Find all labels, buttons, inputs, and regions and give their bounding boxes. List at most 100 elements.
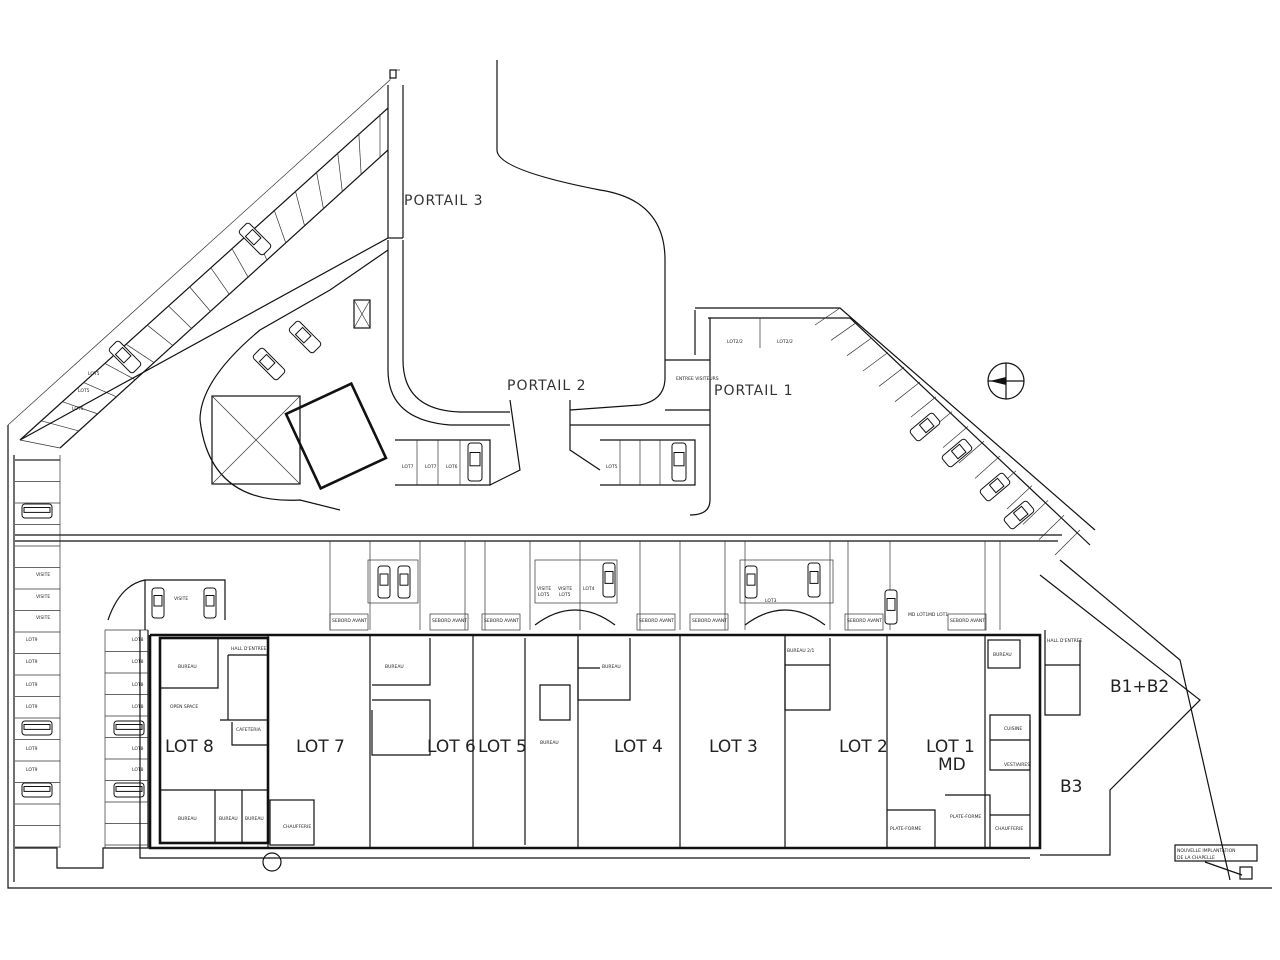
parking-label: MD LOT1 <box>908 612 928 618</box>
car-roof <box>988 477 1005 494</box>
room-label: PLATE-FORME <box>950 814 981 820</box>
car-icon <box>252 347 286 381</box>
parking-label: LOT5 <box>606 464 618 470</box>
car-roof <box>115 786 143 792</box>
note-line: DE LA CHAPELLE <box>1177 855 1215 861</box>
parking-label: LOT7 <box>425 464 437 470</box>
car-icon <box>1003 500 1035 530</box>
parking-space-line <box>41 420 79 432</box>
lot-4-label: LOT 4 <box>614 737 663 757</box>
parking-label: LOT5 <box>72 406 84 412</box>
note-box: NOUVELLE IMPLANTATION DE LA CHAPELLE <box>1174 844 1258 880</box>
room-label: OPEN SPACE <box>170 704 198 710</box>
parking-space-line <box>846 337 873 356</box>
portail-3-road <box>19 69 404 441</box>
parking-space-line <box>830 322 857 341</box>
loading-dock <box>636 613 676 631</box>
lot-1-label: LOT 1 <box>926 737 975 757</box>
room-label: BUREAU <box>993 652 1012 658</box>
parking-label: LOT9 <box>26 659 38 665</box>
room-label: BUREAU <box>219 816 238 822</box>
car-roof <box>114 346 132 364</box>
car-roof <box>950 443 967 460</box>
loading-dock-label: SEBORD AVANT <box>692 618 727 624</box>
car-icon <box>744 565 758 599</box>
parking-space-line <box>210 267 230 295</box>
parking-space-line <box>83 382 117 398</box>
loading-dock-label: SEBORD AVANT <box>332 618 367 624</box>
parking-space-line <box>358 133 362 176</box>
north-arrow-icon <box>987 362 1025 400</box>
car-roof <box>886 598 896 611</box>
building <box>139 630 1081 872</box>
parking-space-line <box>942 426 969 448</box>
parking-label: LOT8 <box>132 637 144 643</box>
canopy-arc <box>534 609 616 626</box>
parking-label: VISITE <box>537 586 551 592</box>
parking-label: MD LOT1 <box>928 612 948 618</box>
loading-dock-label: SEBORD AVANT <box>432 618 467 624</box>
parking-label: LOT8 <box>132 767 144 773</box>
room-label: CHAUFFERIE <box>995 826 1023 832</box>
car-icon <box>467 442 483 482</box>
parking-center-top <box>395 439 696 486</box>
parking-space-line <box>125 343 155 363</box>
parking-label: LOT5 <box>559 592 571 598</box>
loading-dock-label: SEBORD AVANT <box>484 618 519 624</box>
car-roof <box>23 786 51 792</box>
car-roof <box>23 724 51 730</box>
parking-label: LOT8 <box>132 682 144 688</box>
car-roof <box>258 353 276 371</box>
parking-label: LOT7 <box>402 464 414 470</box>
parking-space-line <box>231 248 249 278</box>
car-roof <box>244 228 262 246</box>
loading-dock-label: SEBORD AVANT <box>950 618 985 624</box>
parking-space-line <box>146 324 174 346</box>
car-roof <box>399 573 409 586</box>
car-roof <box>205 595 215 607</box>
parking-label: LOT9 <box>26 767 38 773</box>
car-icon <box>397 565 411 599</box>
car-roof <box>469 452 481 467</box>
car-roof <box>23 507 51 513</box>
car-icon <box>807 562 821 598</box>
parking-label: LOT9 <box>26 682 38 688</box>
car-icon <box>909 412 941 442</box>
loading-dock <box>947 613 987 631</box>
lot-5-label: LOT 5 <box>478 737 527 757</box>
parking-diagonal-right <box>814 307 1081 556</box>
car-icon <box>113 782 145 798</box>
car-icon <box>203 587 217 619</box>
car-icon <box>113 720 145 736</box>
car-roof <box>604 571 614 584</box>
car-roof <box>1012 505 1029 522</box>
lot-1-sublabel: MD <box>938 755 966 775</box>
car-icon <box>288 320 322 354</box>
car-icon <box>108 340 142 374</box>
lot-7-label: LOT 7 <box>296 737 345 757</box>
parking-space-line <box>1006 485 1033 510</box>
parking-space-line <box>894 381 921 402</box>
portail-2-label: PORTAIL 2 <box>507 378 587 394</box>
car-icon <box>602 562 616 598</box>
parking-space-line <box>19 439 61 449</box>
canopy-arc <box>744 609 826 626</box>
car-icon <box>979 472 1011 502</box>
loading-dock <box>844 613 884 631</box>
parking-label: LOT8 <box>132 704 144 710</box>
car-roof <box>673 452 685 467</box>
parking-outline <box>107 579 226 630</box>
car-roof <box>809 571 819 584</box>
parking-space-line <box>910 396 937 418</box>
parking-space-line <box>958 440 985 464</box>
loading-dock <box>689 613 729 631</box>
lot-2-label: LOT 2 <box>839 737 888 757</box>
portail-3-label: PORTAIL 3 <box>404 193 484 209</box>
parking-label: LOT5 <box>78 388 90 394</box>
car-icon <box>941 438 973 468</box>
room-label: CUISINE <box>1004 726 1022 732</box>
parking-space-line <box>167 305 193 329</box>
